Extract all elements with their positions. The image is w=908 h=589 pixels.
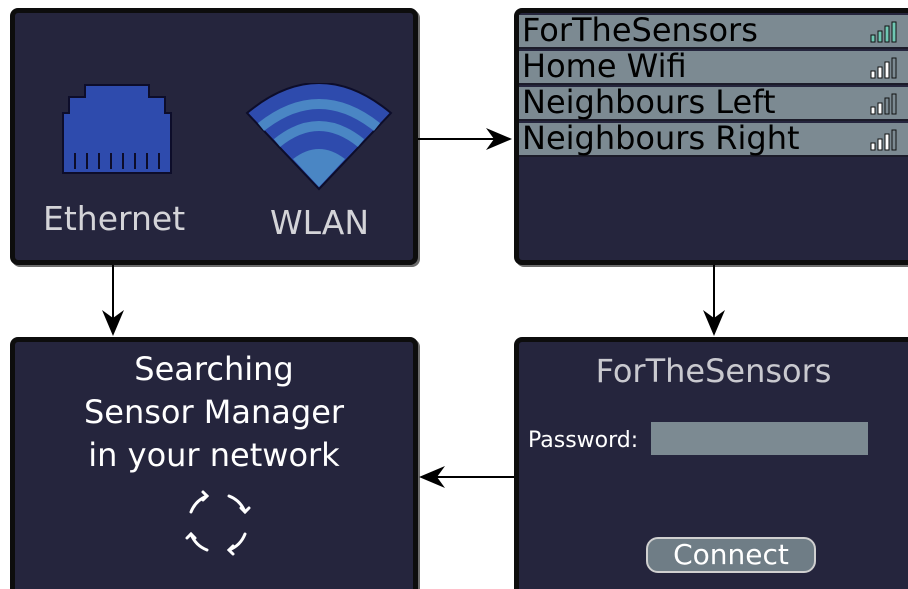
searching-line: Sensor Manager: [83, 393, 345, 431]
signal-strength-icon: [870, 57, 897, 79]
ethernet-port-icon[interactable]: [61, 83, 173, 175]
searching-message: Searching Sensor Manager in your network: [15, 348, 413, 477]
network-item-neighbours-left[interactable]: Neighbours Left: [519, 83, 908, 121]
network-title: ForTheSensors: [595, 352, 832, 390]
connection-type-panel: Ethernet WLAN: [10, 8, 418, 265]
searching-panel: Searching Sensor Manager in your network: [10, 337, 418, 589]
network-list-panel: ForTheSensors Home Wifi Neighbours Left …: [514, 8, 908, 265]
wifi-icon[interactable]: [245, 83, 393, 193]
arrowhead-down-right: [703, 310, 725, 336]
password-panel: ForTheSensors Password: Connect: [514, 337, 908, 589]
wlan-label: WLAN: [270, 203, 370, 242]
signal-strength-icon: [870, 93, 897, 115]
searching-line: Searching: [134, 350, 294, 388]
ethernet-label: Ethernet: [43, 199, 186, 238]
arrowhead-left: [419, 466, 445, 488]
network-name: Neighbours Left: [522, 83, 776, 121]
searching-line: in your network: [88, 436, 340, 474]
network-item-home-wifi[interactable]: Home Wifi: [519, 47, 908, 85]
password-label: Password:: [528, 428, 639, 453]
connect-button[interactable]: Connect: [646, 537, 816, 573]
signal-strength-icon: [870, 129, 897, 151]
password-input[interactable]: [651, 422, 868, 455]
network-name: Neighbours Right: [522, 119, 800, 157]
network-item-neighbours-right[interactable]: Neighbours Right: [519, 119, 908, 157]
signal-strength-icon: [870, 21, 897, 43]
network-name: Home Wifi: [522, 47, 687, 85]
arrowhead-right: [486, 128, 512, 150]
network-item-fortheSensors[interactable]: ForTheSensors: [519, 11, 908, 49]
arrowhead-down-left: [102, 310, 124, 336]
sync-icon: [185, 490, 251, 556]
network-name: ForTheSensors: [522, 11, 758, 49]
